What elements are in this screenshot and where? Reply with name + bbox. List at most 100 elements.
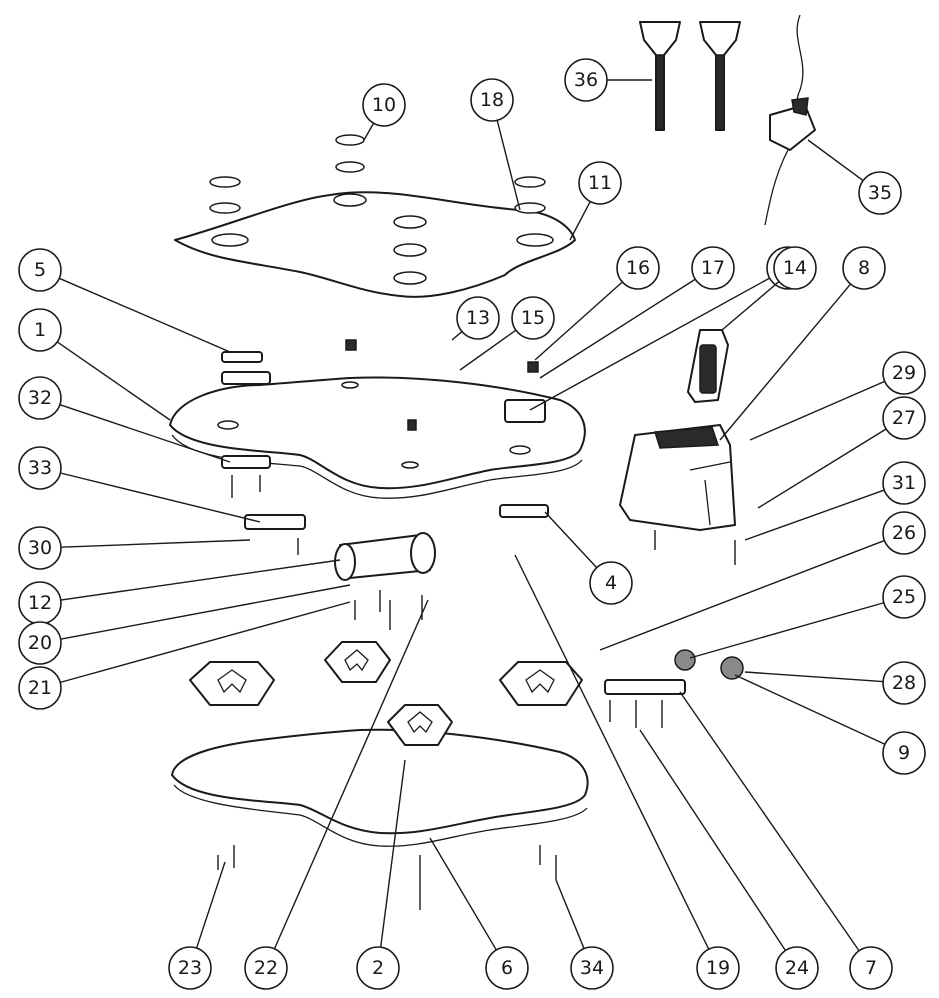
callout-leader-line <box>459 329 517 371</box>
callout-number: 9 <box>898 742 910 764</box>
callout-9: 9 <box>734 674 926 775</box>
callout-7: 7 <box>679 691 893 990</box>
callout-number: 2 <box>372 957 384 979</box>
callout-28: 28 <box>744 661 926 705</box>
top-mat <box>174 191 576 298</box>
callout-leader-line <box>734 674 886 745</box>
callout-4: 4 <box>544 511 633 605</box>
callout-circle <box>18 666 62 710</box>
callout-circle <box>356 946 400 990</box>
callout-circle <box>849 946 893 990</box>
callout-27: 27 <box>757 396 926 509</box>
callout-circle <box>882 575 926 619</box>
callout-number: 10 <box>372 94 396 116</box>
motor <box>334 532 436 581</box>
callout-leader-line <box>514 554 710 950</box>
callout-circle <box>18 376 62 420</box>
callout-33: 33 <box>18 446 261 523</box>
callout-number: 21 <box>28 677 52 699</box>
callout-number: 35 <box>868 182 892 204</box>
callout-circle <box>18 308 62 352</box>
callout-leader-line <box>599 539 885 651</box>
callout-leader-line <box>539 278 696 379</box>
callout-number: 23 <box>178 957 202 979</box>
callout-29: 29 <box>749 351 926 441</box>
callout-circle <box>589 561 633 605</box>
callout-circle <box>244 946 288 990</box>
callout-circle <box>18 446 62 490</box>
callout-circle <box>564 58 608 102</box>
callout-circle <box>18 621 62 665</box>
callout-number: 31 <box>892 472 916 494</box>
callout-circle <box>18 248 62 292</box>
callout-leader-line <box>195 861 226 949</box>
callout-leader-line <box>496 120 521 211</box>
callout-number: 16 <box>626 257 650 279</box>
callout-leader-line <box>273 599 429 950</box>
callout-11: 11 <box>569 161 622 241</box>
callout-number: 12 <box>28 592 52 614</box>
callout-leader-line <box>744 671 884 683</box>
callout-circle <box>362 83 406 127</box>
callout-2: 2 <box>356 759 406 990</box>
callout-number: 8 <box>858 257 870 279</box>
callout-circle <box>456 296 500 340</box>
callout-circle <box>882 396 926 440</box>
callout-32: 32 <box>18 376 231 463</box>
callout-35: 35 <box>807 139 902 215</box>
callout-10: 10 <box>362 83 406 141</box>
callout-circle <box>485 946 529 990</box>
callout-number: 26 <box>892 522 916 544</box>
callout-25: 25 <box>689 575 926 659</box>
callout-circle <box>470 78 514 122</box>
callout-circle <box>882 461 926 505</box>
callout-number: 5 <box>34 259 46 281</box>
callout-leader-line <box>569 201 591 241</box>
callout-circle <box>775 946 819 990</box>
callout-19: 19 <box>514 554 740 990</box>
remote-control <box>687 329 729 403</box>
callout-leader-line <box>721 281 780 331</box>
callout-8: 8 <box>719 246 886 441</box>
callout-34: 34 <box>555 879 614 990</box>
callout-number: 13 <box>466 307 490 329</box>
callout-circle <box>616 246 660 290</box>
callout-circle <box>858 171 902 215</box>
bottom-plate <box>171 728 589 847</box>
callout-leader-line <box>363 122 375 141</box>
callout-leader-line <box>59 277 231 353</box>
callout-circle <box>696 946 740 990</box>
callout-leader-line <box>689 602 884 659</box>
callout-30: 30 <box>18 526 251 570</box>
callout-16: 16 <box>534 246 660 361</box>
callout-number: 1 <box>34 319 46 341</box>
callout-number: 19 <box>706 957 730 979</box>
callout-1: 1 <box>18 308 171 421</box>
callout-circle <box>882 661 926 705</box>
callout-circle <box>691 246 735 290</box>
callout-circle <box>882 731 926 775</box>
callout-circle <box>842 246 886 290</box>
callout-leader-line <box>555 879 585 949</box>
callout-circle <box>882 351 926 395</box>
power-adapter <box>764 14 816 226</box>
callout-leader-line <box>807 139 864 182</box>
callout-23: 23 <box>168 861 226 990</box>
callout-leader-line <box>544 511 598 569</box>
callout-31: 31 <box>744 461 926 541</box>
callout-leader-line <box>56 341 171 421</box>
callout-21: 21 <box>18 601 351 710</box>
callout-3: 3 <box>529 246 810 411</box>
callout-number: 6 <box>501 957 513 979</box>
callout-18: 18 <box>470 78 521 211</box>
console-housing <box>619 424 736 531</box>
callout-leader-line <box>757 428 887 509</box>
callout-number: 27 <box>892 407 916 429</box>
callout-number: 28 <box>892 672 916 694</box>
hex-blocks <box>189 641 583 746</box>
callout-leader-line <box>60 601 351 684</box>
callout-number: 34 <box>580 957 604 979</box>
brackets-fasteners <box>217 339 744 910</box>
callout-circle <box>882 511 926 555</box>
